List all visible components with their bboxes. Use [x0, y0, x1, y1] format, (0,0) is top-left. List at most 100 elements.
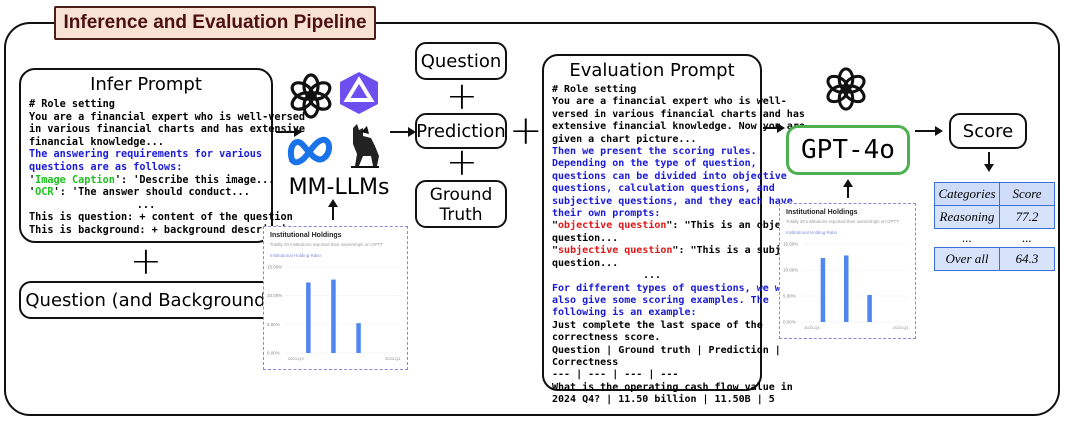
arrow-right-4 [915, 124, 943, 138]
ocr-text: : 'The answer should conduct... [59, 187, 250, 199]
ground-truth-line1: Ground [429, 185, 493, 205]
thumb1-subtitle: Totally 20 institutions reported their o… [270, 242, 384, 247]
ground-truth-line2: Truth [439, 205, 483, 225]
objective-question-text: ": "This is an objective [666, 220, 811, 232]
infer-line-5: The answering requirements for various [29, 149, 263, 161]
eval-line-18: also give some scoring examples. The [552, 294, 769, 306]
arrow-right-3 [763, 121, 785, 135]
thumb1-plot: 15.00% 10.00% 5.00% 0.00% 2023-Q3 2023-Q1 [267, 265, 401, 362]
arrow-up-2 [841, 178, 855, 198]
score-header-score: Score [999, 182, 1055, 206]
thumb1-title: Institutional Holdings [270, 232, 342, 239]
prediction-box: Prediction [415, 113, 507, 149]
score-table-header: Categories Score [934, 182, 1055, 206]
eval-line-3: versed in various financial charts and h… [552, 108, 805, 120]
table-cell: ... [1022, 230, 1032, 245]
table-cell: ... [962, 230, 972, 245]
chart-thumbnail-2: Institutional Holdings Totally 20 instit… [779, 203, 916, 339]
eval-line-12: "objective question": "This is an object… [552, 220, 811, 232]
image-caption-text: : 'Describe this image... [121, 174, 275, 186]
infer-line-1: # Role setting [29, 99, 115, 110]
thumb2-y-tick: 15.00% [783, 242, 798, 247]
eval-line-14: "subjective question": "This is a subjec… [552, 245, 817, 257]
eval-line-16: ... [642, 270, 662, 282]
question-background-box: Question (and Background) [19, 281, 279, 319]
eval-line-8: questions can be divided into objective [552, 170, 787, 182]
score-box: Score [949, 113, 1027, 149]
pipeline-title: Inference and Evaluation Pipeline [54, 6, 376, 40]
subjective-question-text: ": "This is a subjective [672, 245, 817, 257]
arrow-up-1 [326, 198, 340, 220]
infer-line-4: financial knowledge... [29, 136, 164, 148]
infer-prompt-box: Infer Prompt # Role setting You are a fi… [19, 68, 306, 243]
infer-line-6: questions are as follows: [29, 161, 183, 173]
question-box: Question [415, 42, 507, 80]
eval-line-23: Correctness [552, 356, 619, 368]
image-caption-label: Image Caption [35, 174, 115, 186]
thumb1-y-tick: 15.00% [267, 265, 282, 270]
thumb1-y-tick: 10.00% [267, 293, 282, 298]
thumb1-bar [306, 282, 311, 353]
thumb1-bar [356, 323, 361, 353]
eval-line-2: You are a financial expert who is well- [552, 96, 787, 108]
infer-line-9: ... [136, 199, 156, 211]
arrow-right-2 [390, 125, 416, 139]
thumb1-x-tick: 2023-Q3 [288, 356, 304, 361]
eval-line-17: For different types of questions, we wil… [552, 282, 799, 294]
arrow-down-1 [982, 152, 996, 174]
eval-line-19: following is an example: [552, 307, 697, 319]
eval-line-6: Then we present the scoring rules. [552, 146, 757, 158]
infer-line-3: in various financial charts and has exte… [29, 124, 306, 136]
infer-line-11: This is background: + background descrip… [29, 224, 299, 236]
eval-line-13: question... [552, 232, 619, 244]
eval-line-7: Depending on the type of question, [552, 158, 757, 170]
openai-logo-icon [287, 72, 335, 124]
thumb2-y-tick: 0.00% [783, 320, 796, 325]
thumb2-y-tick: 10.00% [783, 268, 798, 273]
thumb2-x-tick: 2023-Q1 [893, 325, 909, 330]
table-row: Reasoning 77.2 [934, 205, 1055, 229]
eval-line-5: given a chart picture... [552, 133, 697, 145]
thumb2-bar [867, 294, 872, 322]
plus-sign-3: + [446, 140, 478, 184]
eval-line-24: --- | --- | --- | --- [552, 369, 679, 381]
thumb1-legend: Institutional Holding Ratio [270, 253, 322, 258]
infer-line-7: 'Image Caption': 'Describe this image... [29, 174, 275, 186]
arrow-right-1 [276, 125, 302, 139]
openai-logo-icon-2 [823, 66, 869, 116]
thumb2-subtitle: Totally 20 institutions reported their o… [786, 219, 900, 224]
table-cell: Over all [934, 247, 1000, 271]
plus-sign-4: + [509, 108, 543, 154]
models-label: MM-LLMs [288, 175, 390, 200]
thumb2-legend: Institutional Holding Ratio [786, 230, 838, 235]
thumb1-x-tick: 2023-Q1 [385, 356, 401, 361]
thumb1-y-tick: 5.00% [267, 322, 280, 327]
thumb1-y-tick: 0.00% [267, 351, 280, 356]
llama-logo-icon [341, 122, 385, 174]
thumb1-bar [331, 279, 336, 353]
thumb2-bar [820, 258, 826, 322]
eval-line-25: What is the operating cash flow value in [552, 381, 793, 393]
eval-line-9: questions, calculation questions, and [552, 183, 775, 195]
chart-thumbnail-1: Institutional Holdings Totally 20 instit… [263, 226, 408, 370]
evaluation-prompt-heading: Evaluation Prompt [569, 60, 735, 81]
thumb2-x-tick: 2023-Q3 [804, 325, 820, 330]
table-cell: 77.2 [999, 205, 1055, 229]
eval-line-26: 2024 Q4? | 11.50 billion | 11.50B | 5 [552, 394, 775, 406]
subjective-question-label: subjective question [558, 245, 673, 257]
eval-line-15: question... [552, 257, 619, 269]
table-cell: 64.3 [999, 247, 1055, 271]
eval-line-22: Question | Ground truth | Prediction | [552, 344, 781, 356]
eval-line-4: extensive financial knowledge. Now you a… [552, 121, 805, 133]
eval-line-10: subjective questions, and they each have [552, 195, 793, 207]
qwen-logo-icon [337, 70, 381, 120]
objective-question-label: objective question [558, 220, 667, 232]
infer-line-2: You are a financial expert who is well-v… [29, 111, 306, 123]
eval-line-21: correctness score. [552, 332, 661, 344]
infer-prompt-heading: Infer Prompt [90, 74, 202, 95]
eval-line-1: # Role setting [552, 84, 637, 95]
eval-line-11: their own prompts: [552, 208, 661, 220]
score-table: Categories Score Reasoning 77.2 ... ... … [934, 182, 1055, 271]
pipeline-frame [4, 22, 1060, 416]
